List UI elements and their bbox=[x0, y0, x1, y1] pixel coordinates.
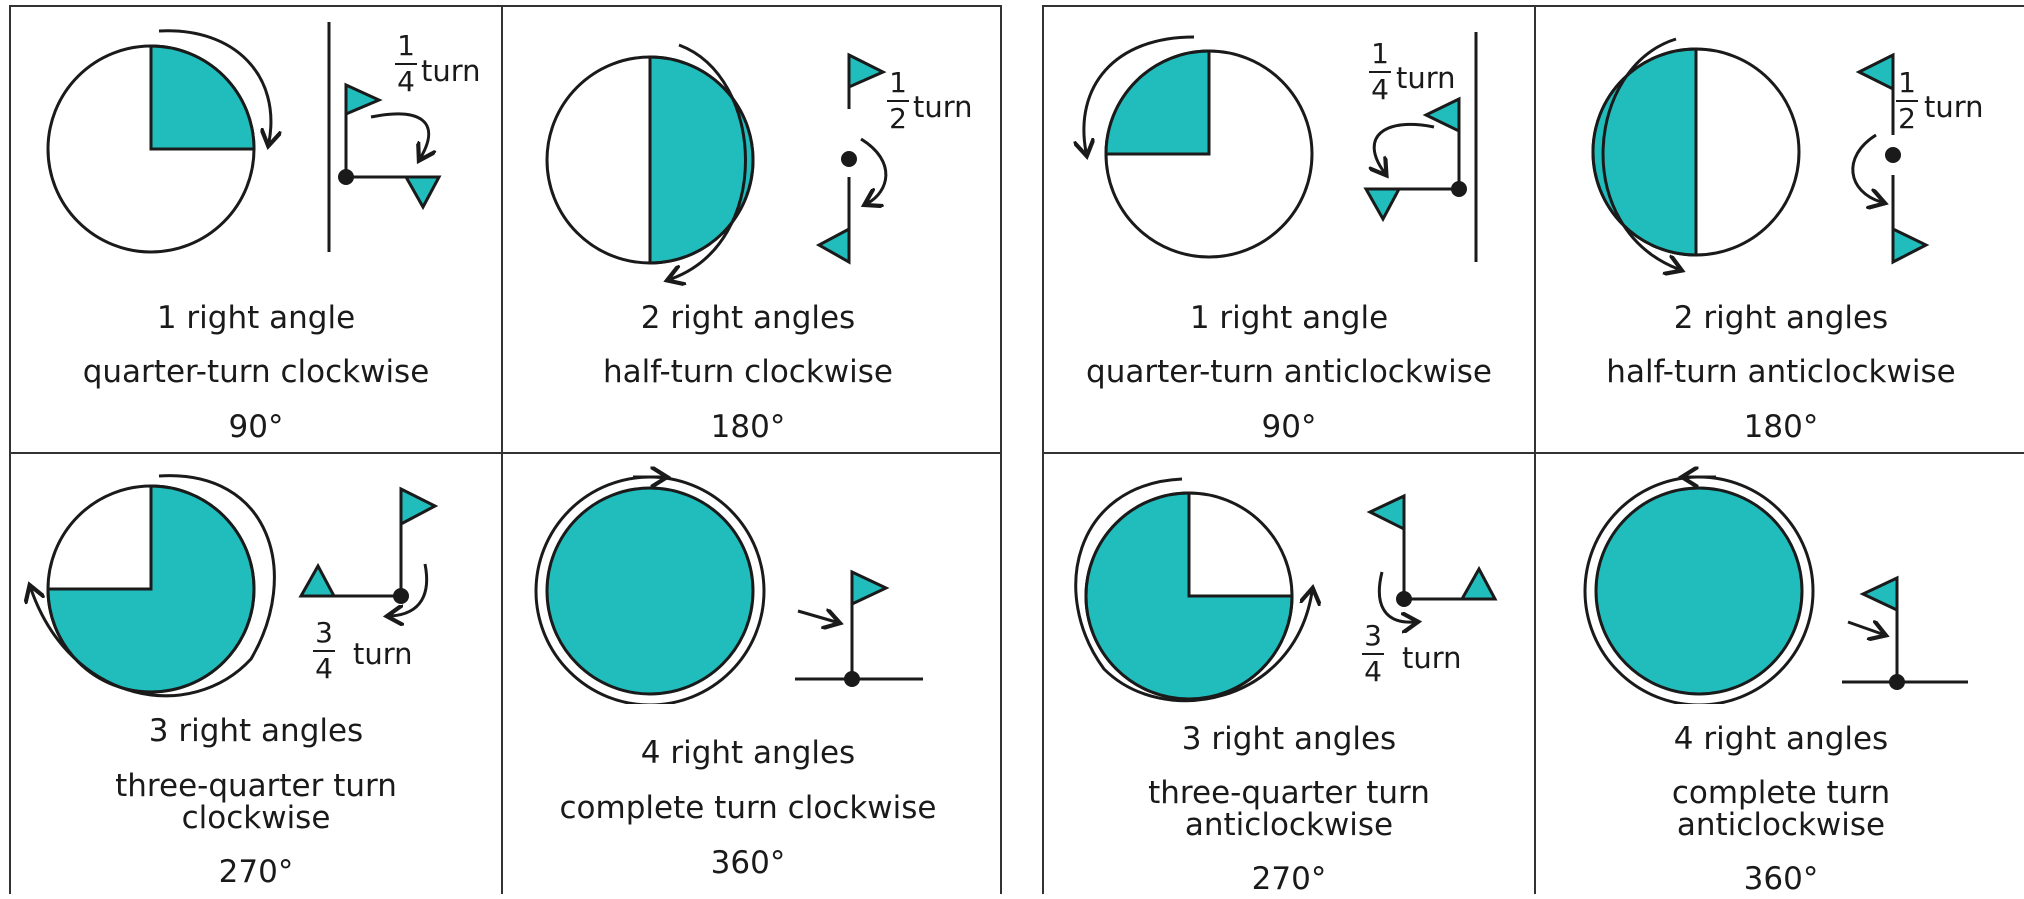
half-sector bbox=[648, 55, 755, 265]
right-angles-label: 3 right angles bbox=[1181, 721, 1397, 757]
flag-icon bbox=[1859, 575, 1899, 613]
turn-arrow-icon bbox=[1851, 133, 1881, 202]
right-angles-label: 2 right angles bbox=[1673, 300, 1889, 336]
clockwise-arrow-icon bbox=[671, 43, 747, 279]
full-circle bbox=[545, 486, 755, 696]
panel-divider-horizontal bbox=[1044, 452, 2024, 454]
right-angles-label: 1 right angle bbox=[1189, 300, 1389, 336]
anticlockwise-arrow-icon bbox=[1084, 35, 1195, 152]
turn-description: complete turn clockwise bbox=[559, 790, 937, 826]
panel-divider-vertical bbox=[1534, 7, 1536, 894]
flag-start-icon bbox=[1855, 52, 1895, 92]
flag-icon bbox=[850, 569, 890, 607]
right-angles-label: 4 right angles bbox=[640, 735, 856, 771]
anticlockwise-arrow-icon bbox=[1074, 477, 1312, 703]
panel-divider-vertical bbox=[501, 7, 503, 894]
three-quarter-turn-clockwise-diagram bbox=[11, 474, 439, 698]
flag-end-icon bbox=[815, 226, 851, 265]
clockwise-arrow-icon bbox=[158, 29, 271, 142]
quarter-turn-anticlockwise-diagram bbox=[1044, 32, 1478, 262]
three-quarter-turn-anticlockwise-diagram bbox=[1074, 477, 1498, 703]
degrees-label: 360° bbox=[710, 845, 786, 881]
turn-arrow-icon bbox=[860, 137, 888, 203]
turn-arrow-icon bbox=[797, 611, 836, 622]
complete-turn-anticlockwise-diagram bbox=[1583, 454, 1968, 704]
degrees-label: 270° bbox=[218, 854, 294, 890]
right-angles-label: 4 right angles bbox=[1673, 721, 1889, 757]
turn-description: half-turn anticlockwise bbox=[1606, 354, 1956, 390]
turn-description: quarter-turn clockwise bbox=[82, 354, 430, 390]
right-angles-label: 3 right angles bbox=[148, 713, 364, 749]
degrees-label: 360° bbox=[1743, 861, 1819, 897]
half-turn-anticlockwise-diagram bbox=[1591, 37, 1930, 297]
flag-start-icon bbox=[344, 82, 383, 117]
turn-description: three-quarter turn anticlockwise bbox=[1148, 775, 1430, 843]
cell-complete-turn-anticlockwise: 4 right angles complete turn anticlockwi… bbox=[1536, 454, 2024, 899]
flag-start-icon bbox=[847, 52, 887, 90]
cell-complete-turn-clockwise: 4 right angles complete turn clockwise 3… bbox=[503, 454, 993, 899]
flag-end-icon bbox=[1363, 187, 1402, 223]
degrees-label: 180° bbox=[1743, 409, 1819, 445]
full-circle bbox=[1594, 486, 1804, 696]
flag-end-icon bbox=[1459, 565, 1498, 601]
turn-label: turn bbox=[421, 54, 481, 88]
quarter-sector bbox=[149, 44, 256, 151]
three-quarter-sector bbox=[1084, 491, 1294, 701]
turn-label: turn bbox=[1396, 61, 1456, 95]
flag-end-icon bbox=[403, 175, 442, 211]
turn-description: quarter-turn anticlockwise bbox=[1086, 354, 1492, 390]
half-sector bbox=[1591, 47, 1698, 257]
panel-divider-horizontal bbox=[11, 452, 1000, 454]
quarter-turn-clockwise-diagram bbox=[46, 22, 442, 254]
turn-description: complete turn anticlockwise bbox=[1671, 775, 1891, 843]
turn-arrow-icon bbox=[391, 563, 429, 616]
complete-turn-clockwise-diagram bbox=[534, 454, 923, 704]
flag-end-icon bbox=[1891, 226, 1930, 265]
degrees-label: 90° bbox=[228, 409, 284, 445]
degrees-label: 270° bbox=[1251, 861, 1327, 897]
half-turn-clockwise-diagram bbox=[545, 43, 888, 297]
quarter-sector bbox=[1104, 49, 1211, 156]
right-angles-label: 2 right angles bbox=[640, 300, 856, 336]
turn-label: turn bbox=[1402, 641, 1462, 675]
turn-description: three-quarter turn clockwise bbox=[115, 768, 397, 836]
degrees-label: 90° bbox=[1261, 409, 1317, 445]
turn-description: half-turn clockwise bbox=[603, 354, 893, 390]
flag-start-icon bbox=[1422, 96, 1461, 134]
flag-end-icon bbox=[298, 562, 337, 598]
turn-label: turn bbox=[353, 637, 413, 671]
turn-label: turn bbox=[913, 90, 973, 124]
turn-arrow-icon bbox=[1374, 122, 1435, 172]
turn-arrow-icon bbox=[1377, 571, 1414, 622]
anticlockwise-arrow-icon bbox=[1601, 37, 1678, 269]
right-angles-label: 1 right angle bbox=[156, 300, 356, 336]
turn-label: turn bbox=[1924, 90, 1984, 124]
flag-start-icon bbox=[399, 486, 439, 527]
flag-start-icon bbox=[1366, 493, 1406, 532]
turn-arrow-icon bbox=[1847, 622, 1882, 634]
clockwise-arrow-icon bbox=[31, 474, 276, 698]
degrees-label: 180° bbox=[710, 409, 786, 445]
turn-arrow-icon bbox=[370, 112, 429, 157]
